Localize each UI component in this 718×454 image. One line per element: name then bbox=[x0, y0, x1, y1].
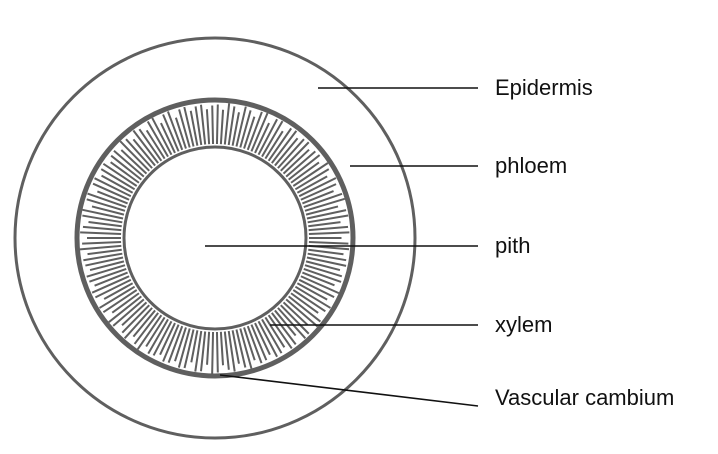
striation-line bbox=[83, 227, 121, 230]
striation-line bbox=[80, 246, 121, 249]
pith-circle bbox=[124, 147, 306, 329]
striation-line bbox=[201, 105, 205, 145]
striation-line bbox=[89, 222, 122, 226]
striation-line bbox=[221, 110, 223, 144]
striation-line bbox=[309, 227, 348, 230]
epidermis-label: Epidermis bbox=[495, 77, 593, 99]
striation-line bbox=[225, 103, 229, 144]
striation-line bbox=[139, 129, 161, 161]
striation-line bbox=[212, 332, 213, 373]
striation-line bbox=[236, 107, 245, 147]
vascular-cambium-label: Vascular cambium bbox=[495, 387, 674, 409]
striation-line bbox=[308, 250, 343, 254]
striation-line bbox=[284, 150, 310, 174]
striation-line bbox=[221, 332, 223, 365]
striation-line bbox=[201, 331, 205, 371]
striation-line bbox=[88, 250, 122, 254]
xylem-label: xylem bbox=[495, 314, 552, 336]
striation-line bbox=[207, 109, 209, 144]
striation-line bbox=[121, 150, 146, 174]
striation-line bbox=[212, 106, 213, 144]
striation-line bbox=[207, 332, 209, 365]
striation-line bbox=[309, 232, 349, 234]
striation-line bbox=[308, 222, 340, 226]
striation-line bbox=[309, 242, 348, 244]
pith-label: pith bbox=[495, 235, 530, 257]
striation-line bbox=[82, 242, 121, 244]
striation-line bbox=[225, 331, 229, 369]
striation-line bbox=[275, 138, 298, 165]
striation-line bbox=[80, 232, 121, 234]
striation-line bbox=[293, 290, 325, 311]
striation-line bbox=[217, 332, 218, 372]
vascular-cambium-leader-line bbox=[220, 375, 478, 406]
striation-line bbox=[217, 105, 218, 144]
phloem-label: phloem bbox=[495, 155, 567, 177]
